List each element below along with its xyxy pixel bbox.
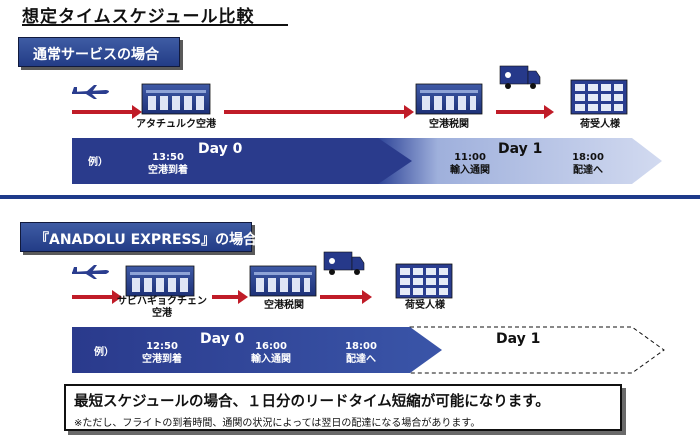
warehouse-icon (125, 265, 195, 297)
title-underline (22, 24, 288, 26)
truck-icon (323, 251, 365, 275)
day0-chevron (72, 138, 412, 184)
summary-note: ※ただし、フライトの到着時間、通関の状況によっては翌日の配達になる場合があります… (74, 418, 481, 429)
airplane-icon (72, 85, 109, 99)
summary-text: 最短スケジュールの場合、１日分のリードタイム短縮が可能になります。 (74, 394, 550, 410)
ataturk-airport-label: アタチュルク空港 (136, 119, 216, 130)
flow-arrow (212, 290, 248, 304)
event-label: 空港到着 (148, 165, 188, 176)
day0-chevron (72, 327, 442, 373)
event-label: 輸入通関 (450, 165, 490, 176)
day1-label: Day 1 (496, 331, 541, 347)
sabiha-airport-label-line2: 空港 (152, 308, 172, 319)
event-time: 13:50 (152, 152, 184, 163)
consignee-label: 荷受人様 (405, 300, 445, 311)
customs-warehouse-icon (415, 83, 483, 115)
section-divider (0, 195, 700, 199)
example-label: 例） (88, 157, 108, 168)
anadolu-express-label: 『ANADOLU EXPRESS』の場合 (20, 222, 257, 252)
sabiha-airport-label: サビハギョクチェン (117, 296, 207, 307)
customs-label: 空港税関 (429, 119, 469, 130)
customs-warehouse-icon (249, 265, 317, 297)
event-time: 18:00 (572, 152, 604, 163)
event-time: 12:50 (146, 341, 178, 352)
event-label: 配達へ (573, 165, 603, 176)
office-building-icon (570, 79, 628, 115)
event-time: 16:00 (255, 341, 287, 352)
consignee-label: 荷受人様 (580, 119, 620, 130)
day1-label: Day 1 (498, 141, 543, 157)
warehouse-icon (141, 83, 211, 115)
event-time: 11:00 (454, 152, 486, 163)
customs-label: 空港税関 (264, 300, 304, 311)
flow-arrow (496, 105, 554, 119)
office-building-icon (395, 263, 453, 299)
day0-label: Day 0 (200, 331, 245, 347)
example-label: 例） (94, 347, 114, 358)
flow-arrow (224, 105, 414, 119)
event-label: 輸入通関 (251, 354, 291, 365)
summary-box: 最短スケジュールの場合、１日分のリードタイム短縮が可能になります。 ※ただし、フ… (64, 384, 622, 431)
airplane-icon (72, 265, 109, 279)
flow-arrow (72, 290, 122, 304)
truck-icon (499, 65, 541, 89)
normal-service-label: 通常サービスの場合 (18, 37, 180, 67)
day1-dashed-chevron (409, 326, 665, 374)
day0-label: Day 0 (198, 141, 243, 157)
page-title: 想定タイムスケジュール比較 (22, 7, 255, 27)
event-label: 配達へ (346, 354, 376, 365)
event-time: 18:00 (345, 341, 377, 352)
flow-arrow (320, 290, 372, 304)
event-label: 空港到着 (142, 354, 182, 365)
flow-arrow (72, 105, 142, 119)
